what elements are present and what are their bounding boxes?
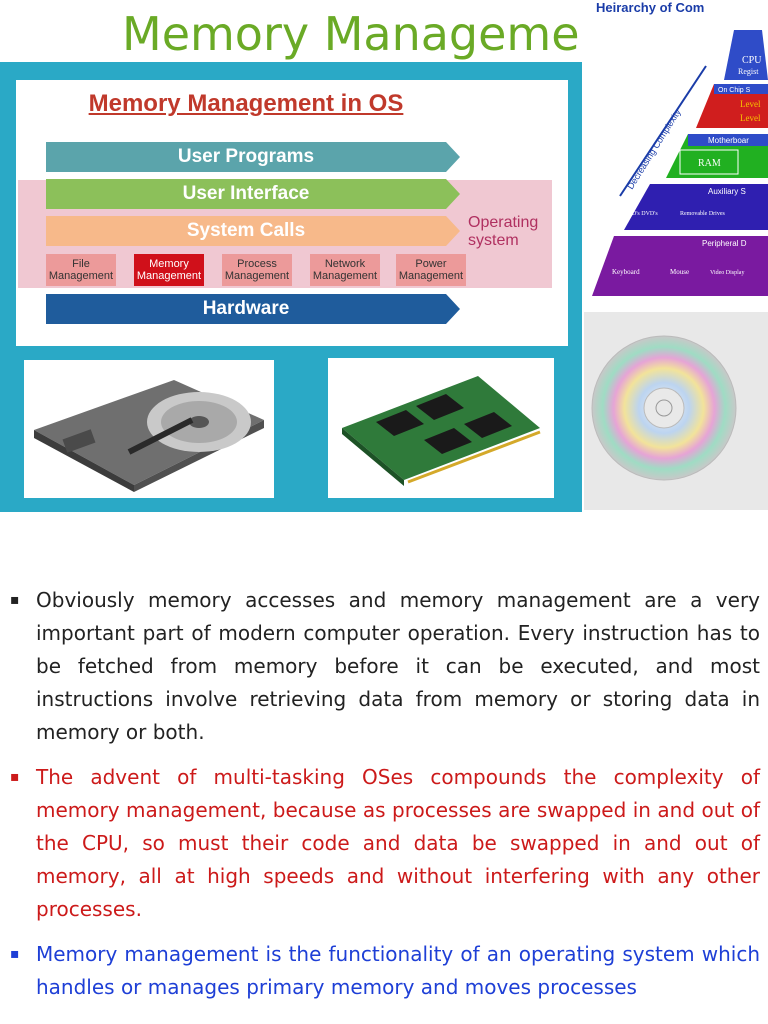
bullet-marker: ▪ [10,769,20,785]
pyramid-tier4-head: Auxiliary S [708,187,746,196]
layer-label: Hardware [202,298,290,319]
pyramid-tier4-item-drives: Removable Drives [680,211,725,217]
layer-label: User Interface [182,183,310,204]
pyramid-tier3-item: RAM [698,158,721,169]
bullet-item: ▪ The advent of multi-tasking OSes compo… [8,761,760,926]
layer-label: User Programs [177,146,315,167]
pyramid-tier4-item-cd: CD's DVD's [628,211,658,217]
os-label-line1: Operating [468,214,539,231]
layer-user-interface: User Interface [46,179,460,209]
pyramid-tier2-b: Level [740,113,761,123]
pyramid-tier5-item-video: Video Display [710,270,744,276]
pyramid-tier1-sub: Regist [738,67,759,76]
pyramid-side-label: Decreasing Complexity [625,107,683,191]
bullet-list: ▪ Obviously memory accesses and memory m… [8,584,760,1016]
layer-arrow [446,294,460,324]
bullet-text: Obviously memory accesses and memory man… [36,588,760,744]
os-diagram-title: Memory Management in OS [88,90,404,117]
cd-disc-image [584,312,768,510]
pyramid-tier2-head: On Chip S [718,87,751,94]
pyramid-tier5-head: Peripheral D [702,239,747,248]
bullet-item: ▪ Obviously memory accesses and memory m… [8,584,760,749]
pyramid-tier1: CPU [742,55,762,66]
pyramid-tier5-item-keyboard: Keyboard [612,268,640,276]
os-diagram: Memory Management in OS Operating system… [16,80,568,346]
pyramid-tier3-head: Motherboar [708,136,749,145]
layer-user-programs: User Programs [46,142,460,172]
ram-module-image [328,358,554,498]
bullet-text: Memory management is the functionality o… [36,942,760,999]
pyramid-tier5-item-mouse: Mouse [670,268,689,276]
bullet-text: The advent of multi-tasking OSes compoun… [36,765,760,921]
layer-hardware: Hardware [46,294,460,324]
layer-arrow [446,216,460,246]
bullet-marker: ▪ [10,946,20,962]
pyramid-title: Heirarchy of Com [596,0,704,15]
os-label-line2: system [468,232,519,249]
layer-system-calls: System Calls [46,216,460,246]
cd-disc-icon [591,335,737,481]
bullet-marker: ▪ [10,592,20,608]
bullet-item: ▪ Memory management is the functionality… [8,938,760,1004]
ram-chip-icon [342,376,541,486]
memory-hierarchy-pyramid: Heirarchy of Com Decreasing Complexity C… [584,0,768,300]
slide-title: Memory Manageme [122,7,580,61]
os-label: Operating system [468,214,538,250]
layer-arrow [446,142,460,172]
hard-disk-icon [34,380,264,492]
layer-label: System Calls [186,220,306,241]
pyramid-tier2-a: Level [740,99,761,109]
hard-disk-image [24,360,274,498]
layer-arrow [446,179,460,209]
